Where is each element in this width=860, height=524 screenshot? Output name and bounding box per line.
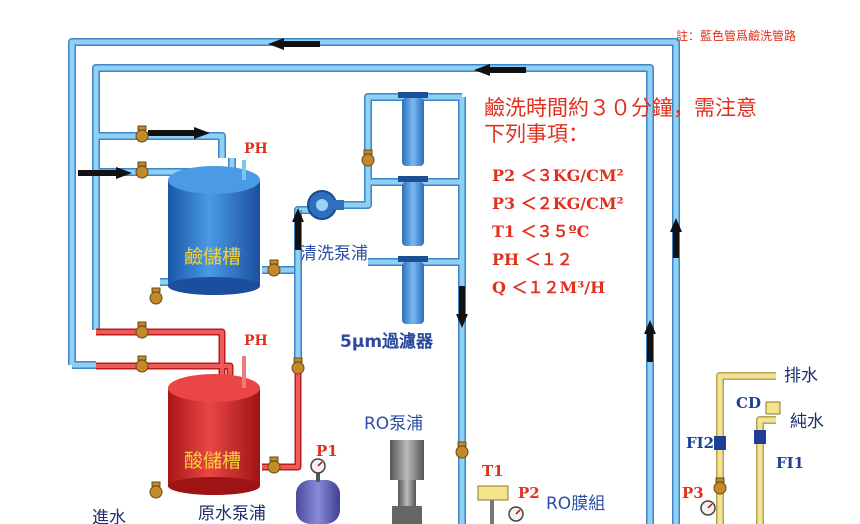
raw-water-vessel <box>296 458 340 524</box>
condition-flow: Q ＜１２M³/H <box>492 278 606 297</box>
flow-meters <box>714 430 766 450</box>
t1-label: T1 <box>482 462 504 480</box>
cd-label: CD <box>736 394 761 412</box>
p3-label: P3 <box>682 484 704 502</box>
alkali-tank <box>168 160 260 295</box>
ph-label-acid: PH <box>244 333 268 349</box>
valves <box>135 125 727 499</box>
alkali-tank-label: 鹼儲槽 <box>184 246 242 268</box>
acid-tank-label: 酸儲槽 <box>184 450 242 472</box>
cartridge-filters <box>398 92 428 324</box>
arrow-left-mid <box>474 64 490 76</box>
fi2-label: FI2 <box>686 434 715 452</box>
cleaning-pump <box>307 190 344 220</box>
filter-label: 5μm過濾器 <box>340 332 434 352</box>
arrow-right-alkali-in <box>194 127 210 139</box>
condition-ph: PH ＜１２ <box>492 250 573 269</box>
flow-arrows <box>78 38 682 362</box>
product-pipes <box>717 373 776 524</box>
condition-p2: P2 ＜３KG/CM² <box>492 166 624 185</box>
condition-p3: P3 ＜２KG/CM² <box>492 194 624 213</box>
inlet-label: 進水 <box>92 508 126 524</box>
cleaning-pump-label: 清洗泵浦 <box>300 244 368 264</box>
pure-water-label: 純水 <box>790 412 824 432</box>
fi1-label: FI1 <box>776 454 805 472</box>
arrow-left-top <box>268 38 284 50</box>
arrow-up-return <box>644 320 656 334</box>
drain-label: 排水 <box>784 366 818 386</box>
arrow-down-filter <box>456 314 468 328</box>
raw-water-pump-label: 原水泵浦 <box>198 504 266 524</box>
ph-label-alkali: PH <box>244 141 268 157</box>
ro-membrane-label: RO膜組 <box>546 494 606 514</box>
instructions-title-line1: 鹼洗時間約３０分鐘，需注意 <box>484 96 757 120</box>
cd-sensor <box>700 401 781 516</box>
condition-t1: T1 ＜３５ºC <box>492 222 590 241</box>
ro-pump-label: RO泵浦 <box>364 414 424 434</box>
arrow-up-outer <box>670 218 682 232</box>
p2-label: P2 <box>518 484 540 502</box>
legend-note: 註：藍色管爲鹼洗管路 <box>676 29 797 43</box>
arrow-up-pump <box>292 208 304 222</box>
arrow-right-inlet <box>116 167 132 179</box>
ro-pump <box>390 440 424 524</box>
t1-sensor <box>477 485 524 524</box>
instructions-title-line2: 下列事項： <box>484 122 589 146</box>
acid-tank <box>168 356 260 495</box>
p1-label: P1 <box>316 442 338 460</box>
